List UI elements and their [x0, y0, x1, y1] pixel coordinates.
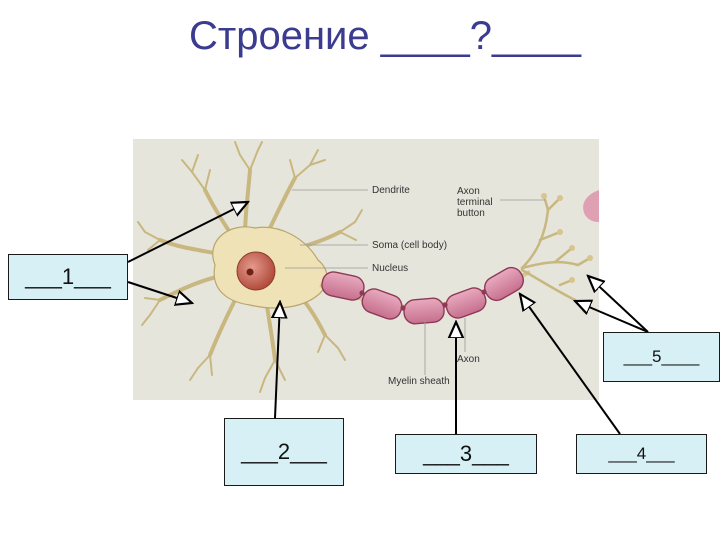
- answer-box-4[interactable]: ___4___: [576, 434, 707, 474]
- label-soma: Soma (cell body): [372, 240, 447, 251]
- label-axon: Axon: [457, 354, 480, 365]
- answer-box-3-text: ___3___: [423, 441, 509, 466]
- answer-box-5[interactable]: ___5____: [603, 332, 720, 382]
- label-axon-terminal-1: Axon: [457, 186, 480, 197]
- page-title: Строение ____?____: [189, 14, 581, 58]
- label-axon-terminal-2: terminal: [457, 197, 493, 208]
- label-dendrite: Dendrite: [372, 185, 410, 196]
- label-myelin: Myelin sheath: [388, 376, 450, 387]
- pointer-arrows: [127, 202, 649, 435]
- answer-box-1-text: ___1___: [25, 264, 111, 289]
- answer-box-5-text: ___5____: [623, 347, 700, 366]
- answer-box-2-text: ___2___: [241, 439, 327, 464]
- answer-box-3[interactable]: ___3___: [395, 434, 537, 474]
- label-axon-terminal-3: button: [457, 208, 485, 219]
- label-nucleus: Nucleus: [372, 263, 408, 274]
- answer-box-1[interactable]: ___1___: [8, 254, 128, 300]
- nucleus: [236, 251, 276, 291]
- answer-box-2[interactable]: ___2___: [224, 418, 344, 486]
- figure-background: [133, 139, 599, 400]
- myelin-sheath: [321, 266, 524, 325]
- answer-box-4-text: ___4___: [608, 444, 675, 463]
- target-cell: [583, 190, 599, 222]
